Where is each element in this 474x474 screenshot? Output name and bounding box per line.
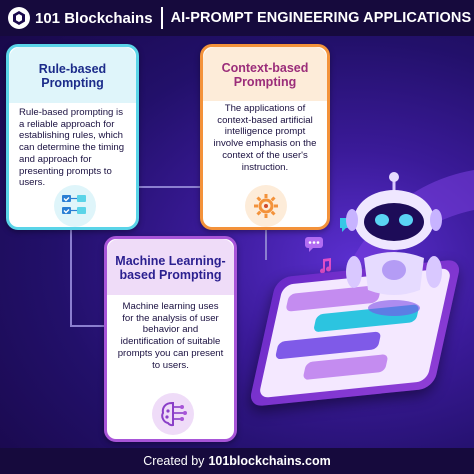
card-title-line: Prompting: [233, 75, 297, 89]
card-title-line: Context-based: [221, 60, 309, 75]
card-description: Machine learning uses for the analysis o…: [117, 301, 224, 371]
connector-line: [139, 186, 201, 188]
footer-bar: Created by 101blockchains.com: [0, 448, 474, 474]
card-title-line: Prompting: [41, 76, 104, 90]
rules-checklist-icon: [54, 185, 96, 227]
music-note-icon: [320, 258, 332, 274]
footer-prefix: Created by: [143, 454, 205, 468]
card-context-based-prompting: Context-based Prompting The applications…: [200, 44, 330, 230]
page-title: AI-PROMPT ENGINEERING APPLICATIONS: [170, 10, 472, 26]
card-machine-learning-prompting: Machine Learning- based Prompting Machin…: [104, 236, 237, 442]
card-title-line: Machine Learning-: [115, 253, 226, 268]
connector-line: [70, 325, 105, 327]
card-title: Context-based Prompting: [203, 47, 327, 101]
chat-bubble-icon: [305, 237, 323, 252]
card-rule-based-prompting: Rule-based Prompting Rule-based promptin…: [6, 44, 139, 230]
card-description: Rule-based prompting is a reliable appro…: [19, 107, 125, 189]
chat-message-bubble: [302, 353, 389, 381]
header-divider: [160, 7, 163, 29]
header-bar: 101 Blockchains AI-PROMPT ENGINEERING AP…: [0, 0, 474, 36]
card-title: Rule-based Prompting: [9, 47, 136, 103]
card-title-line: based Prompting: [119, 268, 222, 282]
brand-name: 101 Blockchains: [35, 9, 153, 27]
blockchain-logo-icon: [8, 7, 30, 29]
ai-robot-illustration: [346, 172, 442, 316]
card-description: The applications of context-based artifi…: [213, 103, 317, 173]
context-gear-icon: [245, 185, 287, 227]
connector-line: [265, 230, 267, 260]
ml-brain-icon: [152, 393, 194, 435]
footer-site-link[interactable]: 101blockchains.com: [208, 454, 331, 468]
card-title-line: Rule-based: [38, 61, 107, 76]
card-title: Machine Learning- based Prompting: [107, 239, 234, 295]
connector-line: [70, 230, 72, 326]
